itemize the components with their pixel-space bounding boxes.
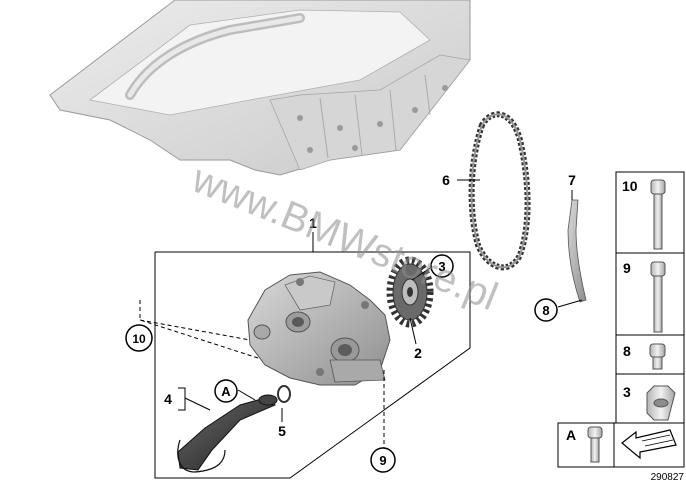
callout-8: 8: [542, 303, 549, 318]
o-ring: [277, 385, 291, 403]
leader-lines: [139, 179, 583, 448]
screw-icon: [587, 426, 603, 463]
callout-4: 4: [164, 391, 172, 407]
legend-row-9: 9: [623, 260, 666, 333]
callout-circle-10: 10: [125, 324, 153, 352]
callout-9: 9: [379, 453, 386, 468]
intake-pipe: [177, 394, 278, 473]
callout-2: 2: [414, 345, 422, 361]
figure-number: 290827: [651, 472, 685, 483]
legend-row-3: 3: [623, 384, 676, 421]
fasteners-legend: 10 9 8 3: [615, 171, 685, 428]
reference-legend: A: [557, 422, 685, 468]
assembly-frame: [154, 232, 471, 479]
oil-pan: [49, 0, 471, 176]
drive-chain: [468, 111, 531, 271]
callout-6: 6: [442, 172, 450, 188]
callout-circle-3: 3: [430, 254, 454, 278]
callout-10: 10: [132, 332, 146, 346]
oil-pump: [247, 271, 391, 386]
legend-label-9: 9: [623, 260, 631, 276]
short-bolt-icon: [649, 343, 666, 370]
legend-label-3: 3: [623, 384, 631, 400]
direction-arrow-icon: [621, 429, 677, 460]
callout-7: 7: [568, 172, 576, 188]
callout-circle-a: A: [214, 379, 238, 403]
medium-bolt-icon: [650, 261, 666, 333]
callout-3: 3: [438, 259, 445, 274]
callout-circle-9: 9: [370, 447, 396, 473]
legend-label-8: 8: [623, 343, 631, 359]
legend-row-10: 10: [622, 178, 666, 250]
callout-a: A: [221, 384, 231, 399]
legend-row-8: 8: [623, 343, 666, 370]
callout-5: 5: [278, 423, 286, 439]
legend-label-10: 10: [622, 178, 638, 194]
sprocket: [386, 256, 434, 328]
long-bolt-icon: [650, 179, 666, 250]
callout-1: 1: [309, 215, 317, 231]
hex-nut-icon: [646, 385, 676, 421]
tensioner-rail: [567, 199, 587, 303]
legend-label-a: A: [566, 427, 576, 443]
callout-circle-8: 8: [534, 298, 558, 322]
